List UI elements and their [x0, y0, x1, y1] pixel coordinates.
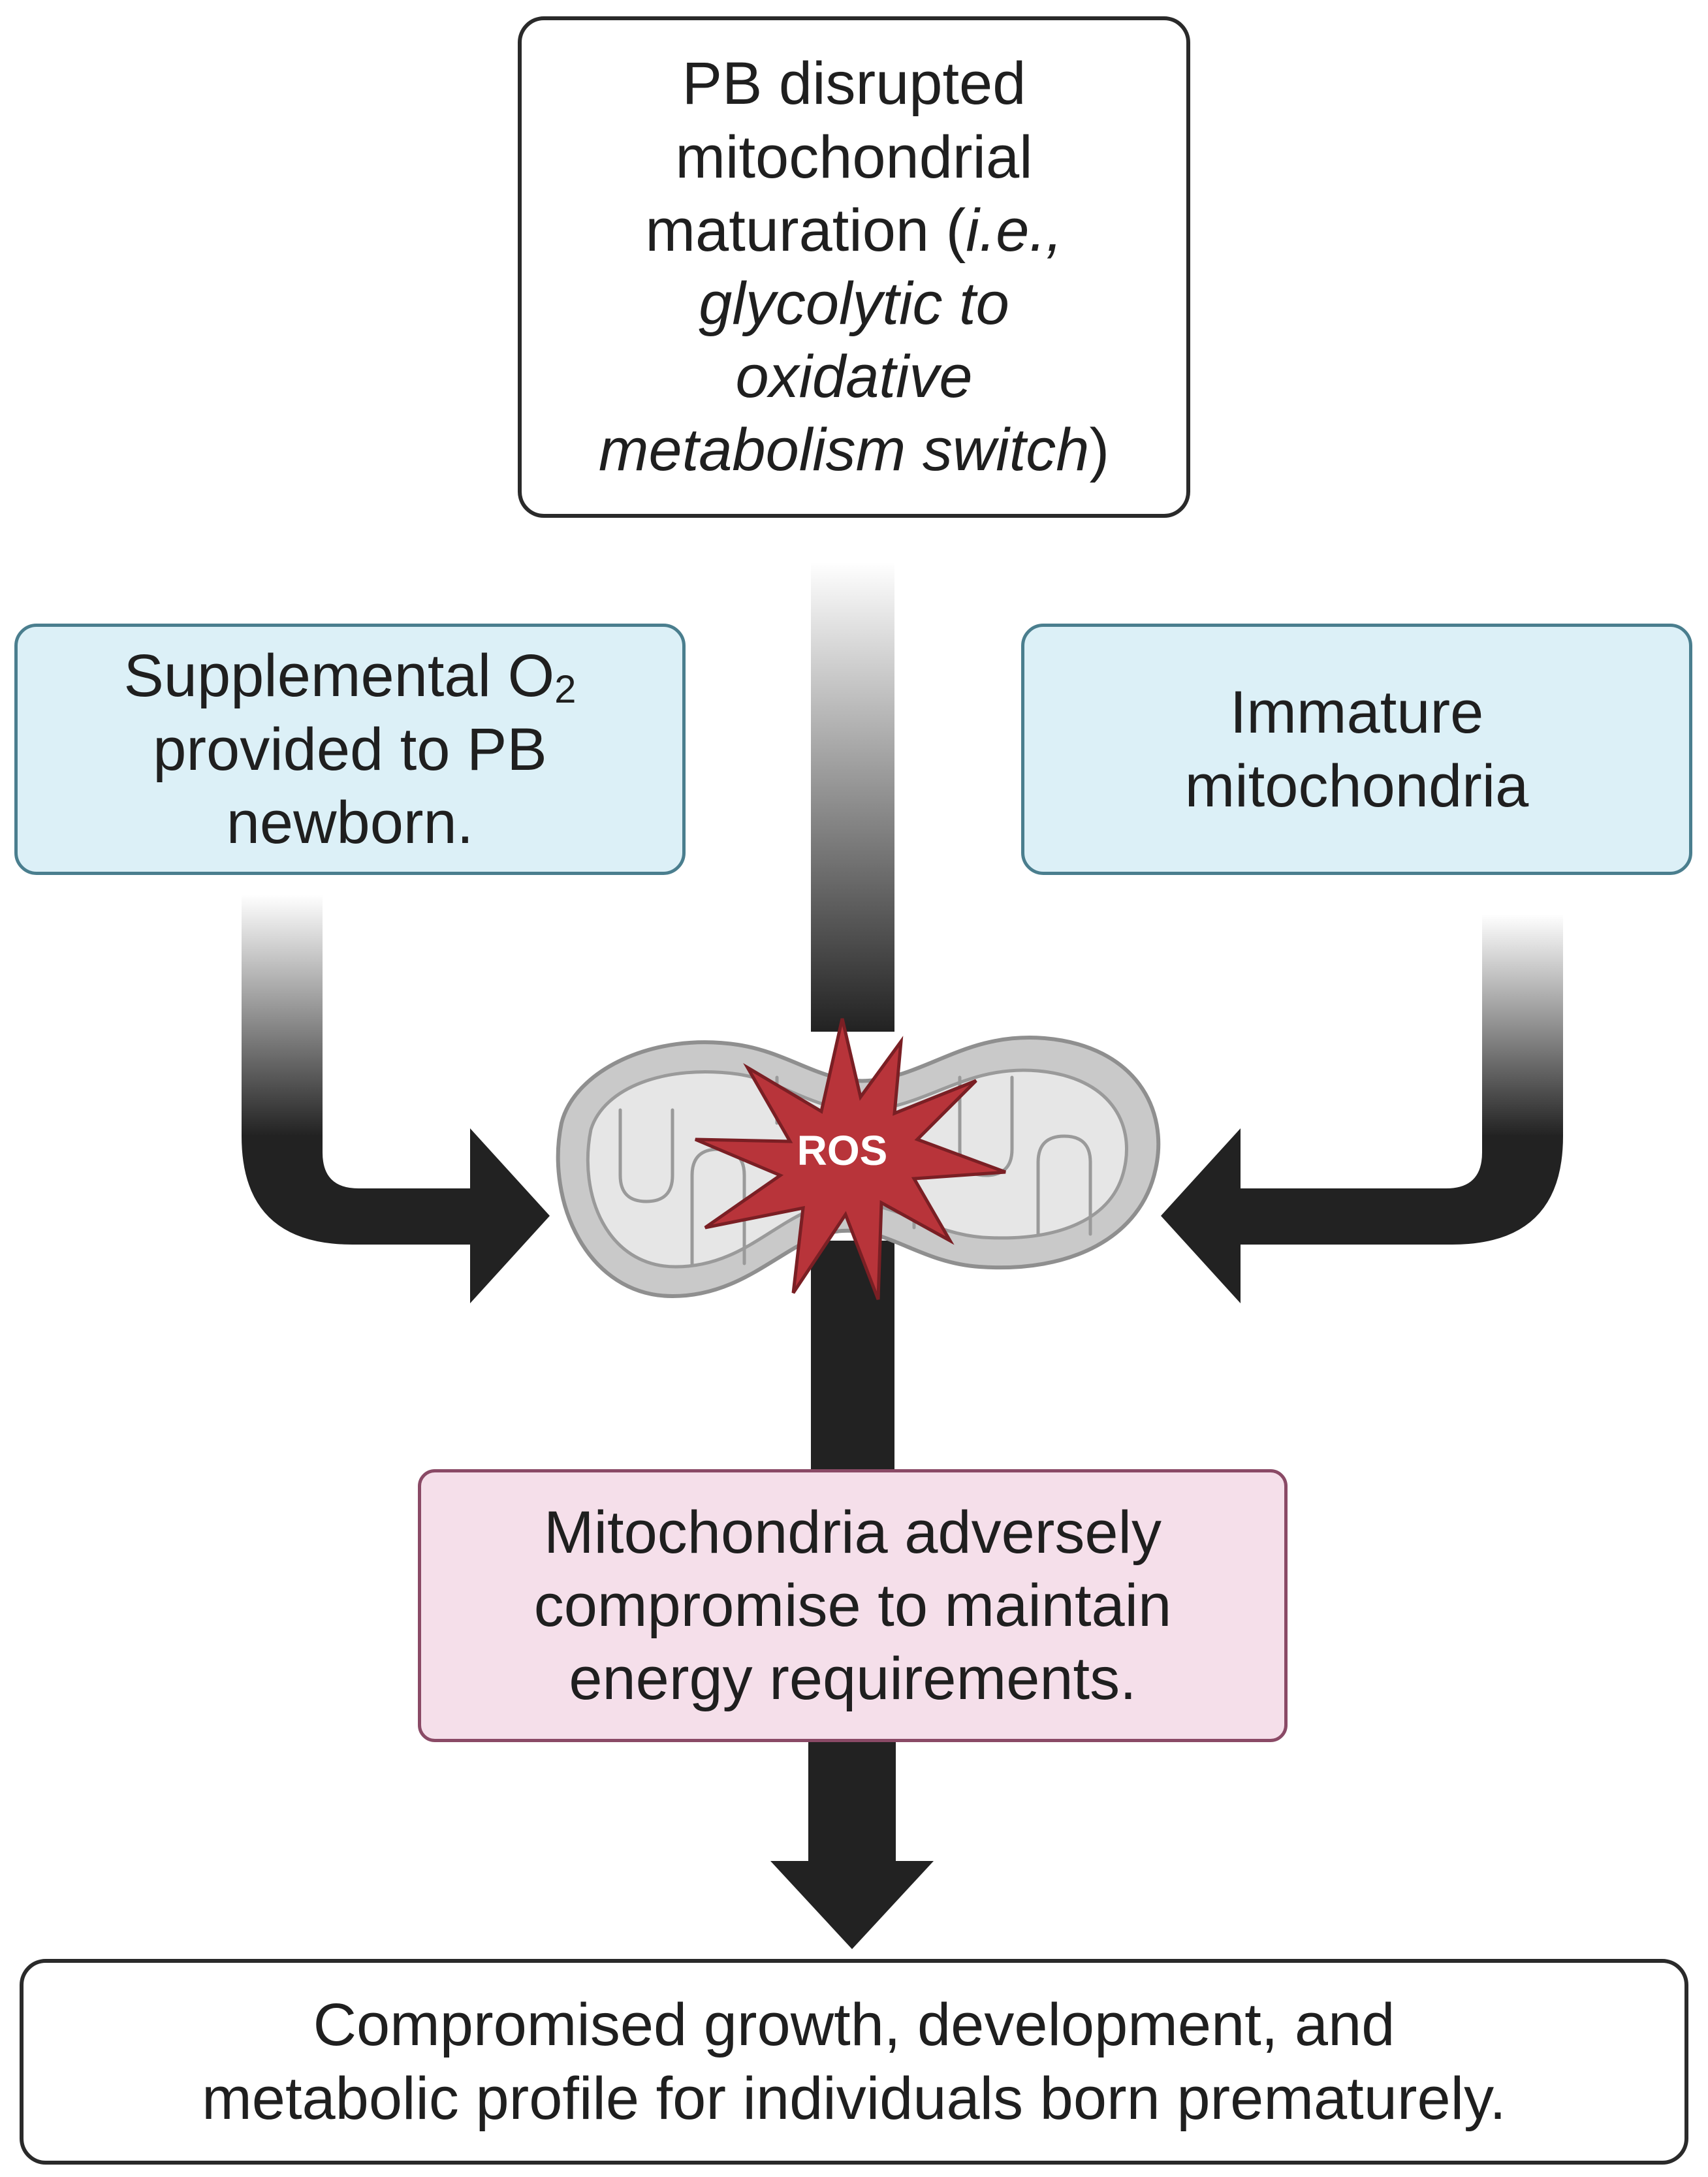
top-box-line6: metabolism switch) [599, 413, 1109, 486]
left-box-line1-subscript: 2 [554, 667, 577, 711]
arrow-center-stem [811, 1241, 894, 1476]
top-box-line3: maturation (i.e., [599, 194, 1109, 267]
middle-box-text: Mitochondria adversely compromise to mai… [534, 1496, 1172, 1716]
left-box-line3: newborn. [226, 789, 474, 857]
arrow-left [242, 895, 550, 1303]
left-box-text: Supplemental O2 provided to PB newborn. [123, 639, 576, 860]
middle-box: Mitochondria adversely compromise to mai… [418, 1469, 1288, 1742]
top-box-line5: oxidative [735, 343, 973, 411]
middle-box-line2: compromise to maintain [533, 1572, 1172, 1639]
top-box: PB disrupted mitochondrial maturation (i… [518, 16, 1190, 518]
top-box-line3-italic: i.e., [966, 197, 1063, 264]
arrow-down-to-outcome [770, 1737, 934, 1949]
ros-label: ROS [797, 1127, 888, 1174]
middle-box-line1: Mitochondria adversely [543, 1499, 1162, 1566]
left-box-line1-text: Supplemental O [123, 642, 555, 709]
left-box-line2: provided to PB [153, 716, 547, 783]
top-box-text: PB disrupted mitochondrial maturation (i… [599, 47, 1109, 486]
top-box-line2: mitochondrial [675, 123, 1033, 191]
top-box-line3-plain: maturation ( [645, 197, 966, 264]
right-box-line2: mitochondria [1184, 752, 1529, 819]
bottom-box-line2: metabolic profile for individuals born p… [202, 2065, 1506, 2132]
left-box-line1: Supplemental O2 [123, 639, 576, 713]
right-box-text: Immature mitochondria [1185, 676, 1529, 822]
bottom-box: Compromised growth, development, and met… [20, 1959, 1688, 2165]
top-box-line6-italic: metabolism switch [598, 417, 1090, 484]
left-box: Supplemental O2 provided to PB newborn. [14, 624, 686, 875]
starburst-icon [695, 1018, 1006, 1300]
right-box: Immature mitochondria [1021, 624, 1692, 875]
arrow-right [1161, 914, 1563, 1303]
bottom-box-text: Compromised growth, development, and met… [202, 1988, 1506, 2135]
middle-box-line3: energy requirements. [569, 1645, 1137, 1713]
top-box-line6-plain: ) [1089, 417, 1110, 484]
right-box-line1: Immature [1229, 679, 1484, 746]
bottom-box-line1: Compromised growth, development, and [313, 1992, 1395, 2059]
top-box-line4: glycolytic to [699, 270, 1009, 337]
arrow-top-stem [811, 562, 894, 1032]
top-box-line1: PB disrupted [682, 50, 1026, 118]
